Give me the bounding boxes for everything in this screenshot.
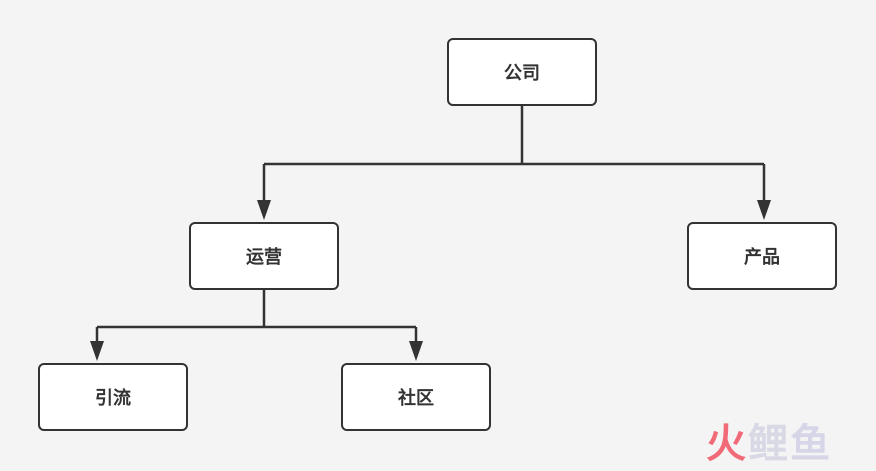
node-product[interactable]: 产品 — [687, 222, 837, 290]
arrow-to-traffic — [90, 341, 104, 361]
node-community[interactable]: 社区 — [341, 363, 491, 431]
node-traffic-label: 引流 — [95, 388, 131, 409]
node-product-label: 产品 — [744, 247, 780, 268]
node-traffic[interactable]: 引流 — [38, 363, 188, 431]
arrow-to-operations — [257, 200, 271, 220]
node-operations-label: 运营 — [246, 247, 282, 268]
node-company[interactable]: 公司 — [447, 38, 597, 106]
watermark-logo: 火鲤鱼 — [706, 420, 832, 468]
watermark-char-3: 鱼 — [790, 421, 832, 467]
node-company-label: 公司 — [504, 63, 540, 84]
arrow-to-community — [409, 341, 423, 361]
watermark-char-1: 火 — [706, 421, 748, 467]
node-community-label: 社区 — [398, 388, 434, 409]
watermark-char-2: 鲤 — [748, 421, 790, 467]
node-operations[interactable]: 运营 — [189, 222, 339, 290]
arrow-to-product — [757, 200, 771, 220]
